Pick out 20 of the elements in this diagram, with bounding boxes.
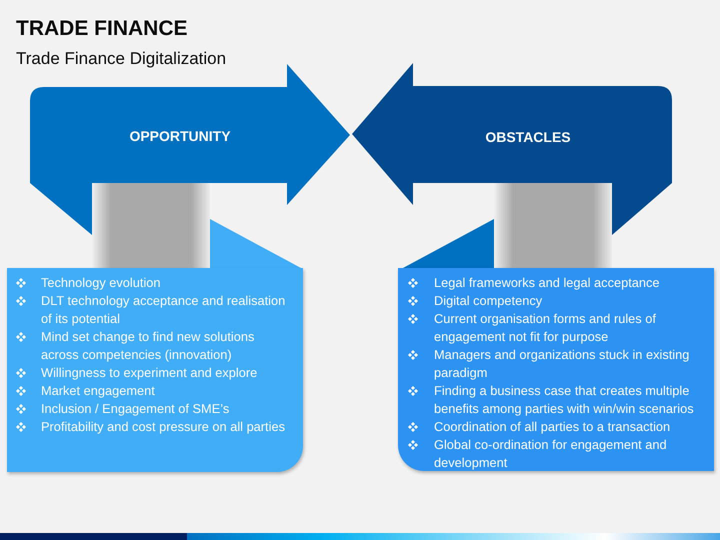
bullet-text: Inclusion / Engagement of SME’s — [41, 400, 230, 418]
bullet-text: Willingness to experiment and explore — [41, 364, 258, 382]
page-subtitle: Trade Finance Digitalization — [16, 48, 226, 70]
banner-label: OPPORTUNITY — [129, 127, 231, 145]
bullet-text: Profitability and cost pressure on all parties — [41, 418, 285, 436]
bullet-text: Mind set change to find new solutions across competencies (innovation) — [41, 328, 256, 364]
bullet-text: Current organisation forms and rules of engagement not fit for purpose — [434, 310, 657, 346]
text-panel — [7, 268, 303, 472]
bullet-text: Finding a business case that creates multiple benefits among parties with win/win scenarios — [434, 382, 695, 418]
bullet-text: Managers and organizations stuck in existing paradigm — [434, 346, 690, 382]
bullet-text: Global co-ordination for engagement and development — [434, 436, 668, 472]
bullet-text: Coordination of all parties to a transaction — [434, 418, 670, 436]
text-panel — [398, 268, 714, 471]
bullet-text: DLT technology acceptance and realisation of its potential — [41, 292, 286, 328]
bullet-text: Digital competency — [434, 292, 542, 310]
bullet-text: Market engagement — [41, 382, 155, 400]
bullet-text: Technology evolution — [41, 274, 161, 292]
bullet-text: Legal frameworks and legal acceptance — [434, 274, 660, 292]
banner-label: OBSTACLES — [485, 128, 571, 146]
page-title: TRADE FINANCE — [16, 16, 188, 42]
